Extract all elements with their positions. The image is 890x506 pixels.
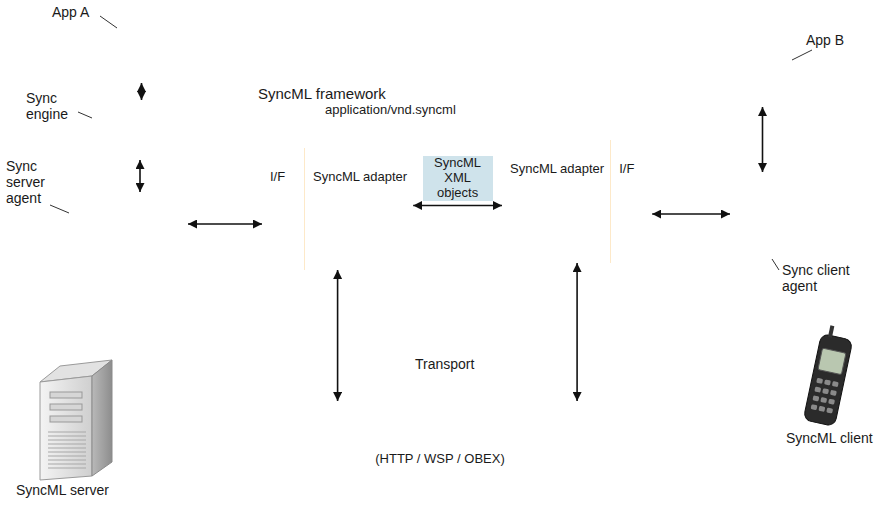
node-label: App B [806,32,844,48]
engine-box-shape [92,100,188,160]
engine-box: Sync engine [92,100,188,160]
app-box-shape [95,25,190,83]
agent-box: Sync client agent [730,172,855,256]
node-label: Sync client agent [782,262,874,294]
adapter-label: I/F [262,148,304,270]
phone-key [822,388,829,394]
vent-slot [48,459,86,460]
vent-slot [48,435,86,436]
transport-arrow: Transport (HTTP / WSP / OBEX) [170,352,800,477]
app-box: App A [95,25,190,83]
adapter-label: I/F [610,140,652,263]
vent-slot [48,447,86,448]
node-label: Sync server agent [6,158,58,206]
vent-slot [48,431,86,432]
connector-arrow [141,83,143,100]
adapter-box-shape [502,140,652,263]
node-label: application/vnd.syncml [325,103,456,118]
connector-arrow [337,270,339,401]
connector-arrow [762,107,764,172]
phone-key [820,397,827,403]
phone-key [816,378,823,384]
connector-arrow [413,205,502,207]
vent-slot [48,439,86,440]
client-label: SyncML client [786,430,873,446]
edge-label: SyncML XML objects [423,156,493,201]
transport-anchor [245,401,725,429]
framework-panel-shape [213,75,862,295]
connector-arrow [188,223,262,225]
vent-slot [48,443,86,444]
app-box: App B [700,55,795,107]
server-label: SyncML server [16,482,109,498]
adapter-label: SyncML adapter [502,140,610,263]
agent-box: Sync server agent [70,192,188,256]
vent-slot [48,455,86,456]
adapter-box-shape [262,148,413,270]
phone-key [814,387,821,393]
server-illustration [40,360,112,480]
adapter-box: I/FSyncML adapter [262,148,413,270]
connector-arrow [139,160,141,192]
vent-slot [48,463,86,464]
phone-key [811,404,818,410]
node-label: (HTTP / WSP / OBEX) [350,452,530,467]
phone-key [818,406,825,412]
app-box-shape [700,55,795,107]
vent-slot [48,451,86,452]
framework-panel: I/FSyncML adapterSyncML adapterI/FSyncML… [213,75,862,295]
adapter-box: SyncML adapterI/F [502,140,652,263]
node-label: Sync engine [26,90,80,122]
agent-box-shape [730,172,855,256]
node-label: Transport [415,356,474,372]
connector-arrow [576,263,578,401]
vent-slot [48,467,86,468]
phone-key [832,381,839,387]
phone-key [828,399,835,405]
phone-key [830,390,837,396]
node-label: SyncML framework [258,85,386,102]
phone-key [812,395,819,401]
node-label: App A [52,4,89,20]
phone-illustration [803,324,855,427]
phone-key [826,407,833,413]
connector-arrow [652,213,730,215]
agent-box-shape [70,192,188,256]
leader-lines [50,16,812,270]
phone-key [824,379,831,385]
adapter-label: SyncML adapter [304,148,413,270]
